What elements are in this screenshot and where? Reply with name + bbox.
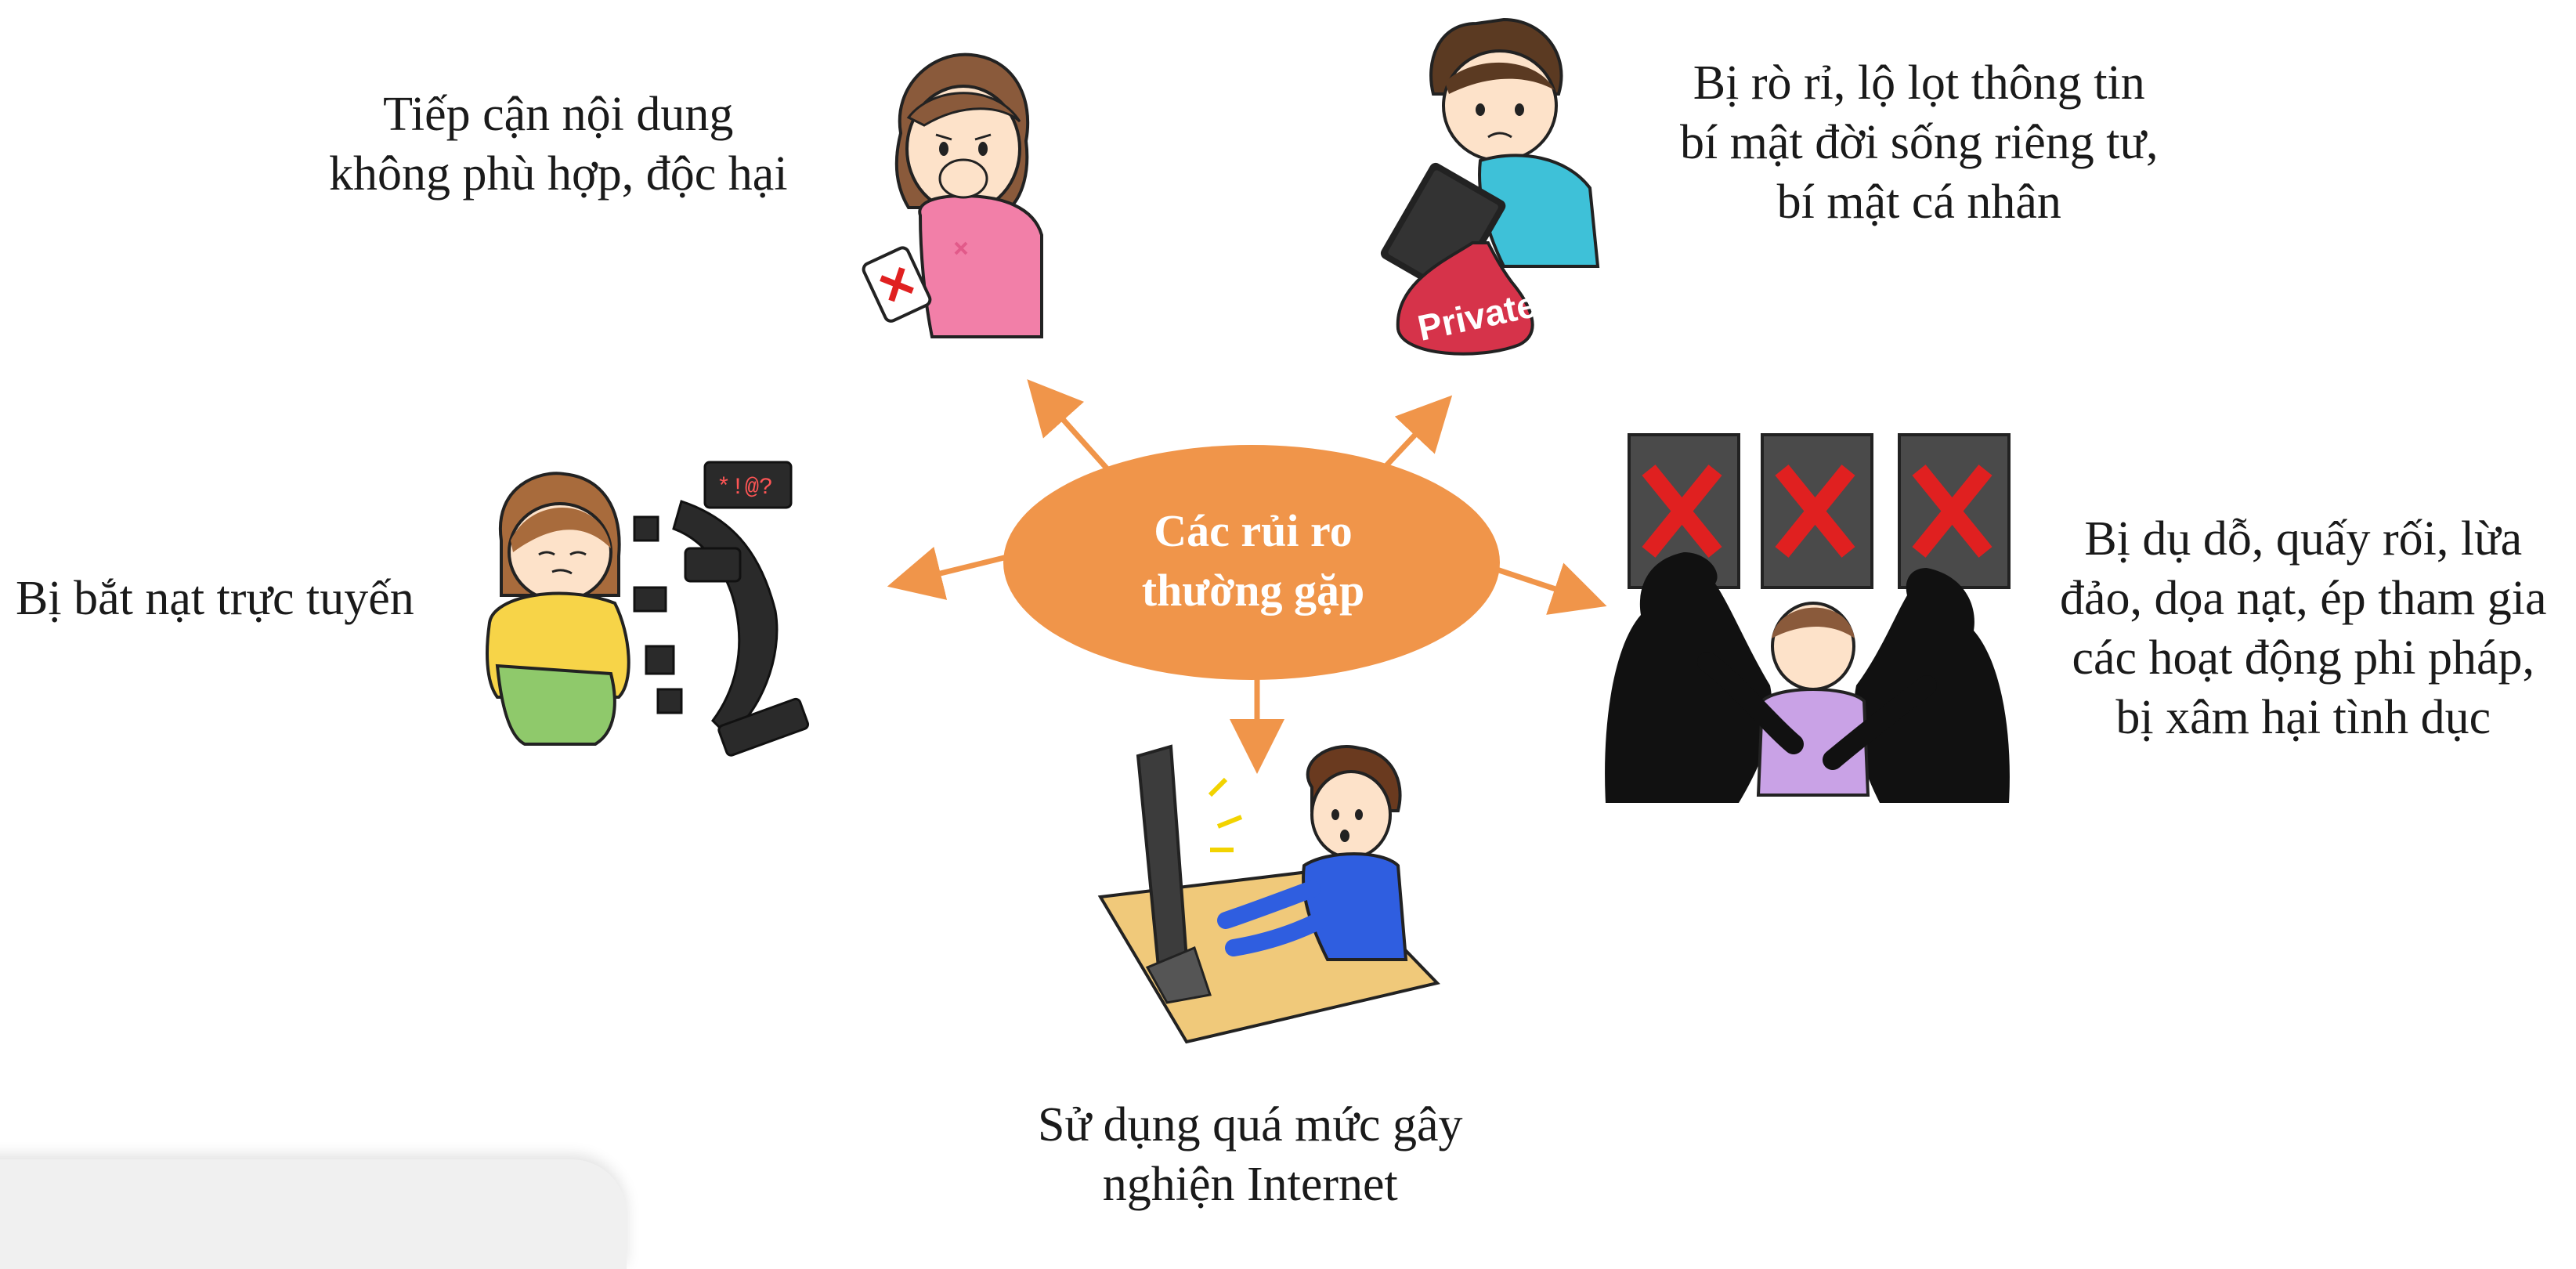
label-bottom-line-1: Sử dụng quá mức gây	[1038, 1098, 1463, 1152]
label-right: Bị dụ dỗ, quấy rối, lừa đảo, dọa nạt, ép…	[2060, 509, 2547, 747]
arrow-right	[1490, 562, 1607, 615]
center-ellipse	[1003, 445, 1500, 680]
bottom-left-panel	[0, 1159, 627, 1269]
arrow-top-right	[1376, 395, 1453, 476]
arrow-top-left	[1027, 379, 1111, 472]
curse-bubble-text: *!@?	[717, 475, 773, 501]
cyberbullying-illustration: *!@?	[486, 461, 810, 757]
boy-private-leak-illustration: Private	[1380, 17, 1600, 356]
center-line-2: thường gặp	[1141, 565, 1365, 616]
center-label: Các rủi ro thường gặp	[1018, 501, 1488, 620]
door-panels	[1628, 433, 2011, 589]
label-bottom-line-2: nghiện Internet	[1102, 1158, 1398, 1211]
girl-covering-mouth-illustration	[862, 52, 1043, 338]
arrow-left	[887, 546, 1011, 600]
label-left-line-1: Bị bắt nạt trực tuyến	[16, 572, 414, 625]
label-top-right-line-1: Bị rò rỉ, lộ lọt thông tin	[1693, 56, 2145, 110]
label-top-right-line-3: bí mật cá nhân	[1776, 175, 2061, 229]
risks-diagram: Các rủi ro thường gặp Tiếp cận nội dung …	[0, 17, 2547, 1269]
label-right-line-1: Bị dụ dỗ, quấy rối, lừa	[2084, 512, 2523, 566]
label-bottom: Sử dụng quá mức gây nghiện Internet	[1038, 1095, 1462, 1214]
predators-illustration	[1605, 433, 2011, 803]
arrows-layer	[887, 379, 1607, 774]
label-left: Bị bắt nạt trực tuyến	[16, 569, 414, 628]
label-top-right-line-2: bí mật đời sống riêng tư,	[1680, 116, 2159, 169]
internet-addiction-illustration	[1097, 744, 1440, 1044]
label-right-line-4: bị xâm hại tình dục	[2115, 691, 2491, 744]
label-right-line-2: đảo, dọa nạt, ép tham gia	[2060, 572, 2547, 625]
center-line-1: Các rủi ro	[1154, 505, 1353, 556]
label-top-right: Bị rò rỉ, lộ lọt thông tin bí mật đời số…	[1680, 53, 2159, 232]
label-right-line-3: các hoạt động phi pháp,	[2072, 631, 2535, 685]
label-top-left-line-1: Tiếp cận nội dung	[383, 88, 734, 141]
label-top-left: Tiếp cận nội dung không phù hợp, độc hại	[329, 85, 788, 204]
label-top-left-line-2: không phù hợp, độc hại	[329, 147, 788, 201]
